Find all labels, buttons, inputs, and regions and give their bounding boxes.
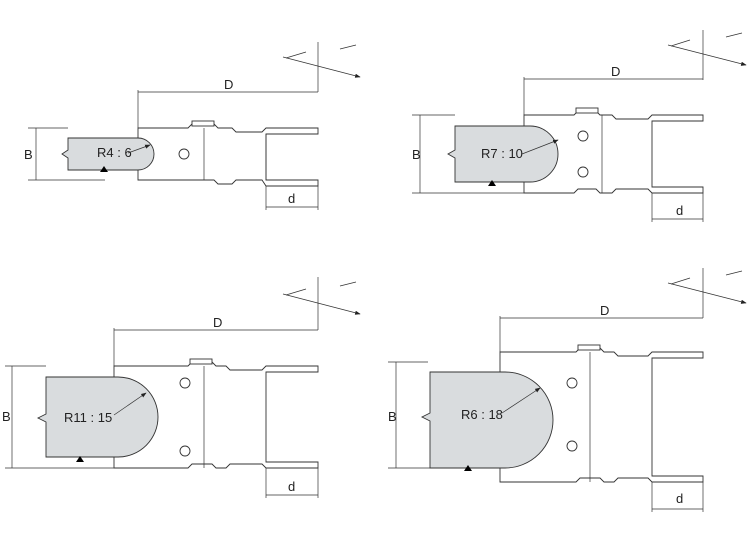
reference-marker-icon bbox=[464, 465, 472, 471]
panel-r11-15: D B R11 : 15 d bbox=[2, 277, 361, 498]
dimension-B-label: B bbox=[24, 147, 33, 162]
rotation-arrow bbox=[667, 30, 747, 80]
dimension-d-label: d bbox=[676, 491, 683, 506]
rotation-arrow bbox=[667, 268, 747, 318]
radius-label: R4 : 6 bbox=[97, 145, 132, 160]
dimension-D-label: D bbox=[611, 64, 620, 79]
radius-label: R11 : 15 bbox=[64, 410, 112, 425]
dimension-d-label: d bbox=[288, 479, 295, 494]
dimension-B-label: B bbox=[388, 409, 397, 424]
radius-label: R6 : 18 bbox=[461, 407, 503, 422]
panel-r4-6: D B R4 : 6 d bbox=[24, 42, 361, 210]
dimension-D-label: D bbox=[213, 315, 222, 330]
reference-marker-icon bbox=[100, 166, 108, 172]
panel-r6-18: D B R6 : 18 d bbox=[388, 268, 747, 512]
rotation-arrow bbox=[282, 277, 361, 330]
dimension-d-label: d bbox=[288, 191, 295, 206]
panel-r7-10: D B R7 : 10 d bbox=[412, 30, 747, 222]
dimension-d-label: d bbox=[676, 203, 683, 218]
dimension-D-label: D bbox=[224, 77, 233, 92]
radius-label: R7 : 10 bbox=[481, 146, 523, 161]
reference-marker-icon bbox=[488, 180, 496, 186]
reference-marker-icon bbox=[76, 456, 84, 462]
dimension-B-label: B bbox=[2, 409, 11, 424]
rotation-arrow bbox=[282, 42, 361, 92]
dimension-B-label: B bbox=[412, 147, 421, 162]
dimension-D-label: D bbox=[600, 303, 609, 318]
